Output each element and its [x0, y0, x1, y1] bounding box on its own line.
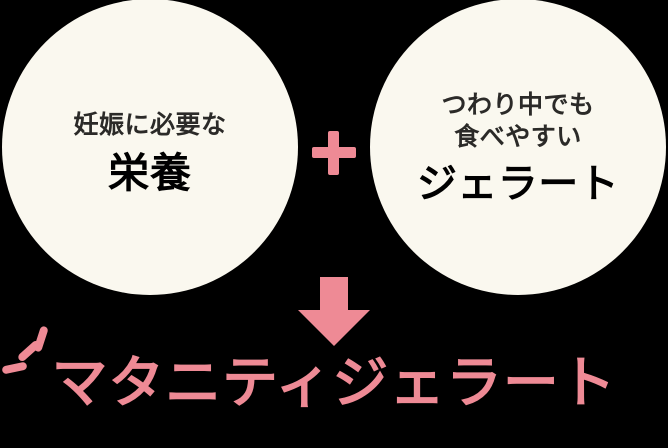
bubble-nutrition-accent: 栄養	[108, 148, 192, 197]
headline-maternity-gelato: マタニティジェラート	[51, 351, 617, 416]
plus-icon-vertical-bar	[328, 131, 339, 175]
bubble-nutrition-line-1: 妊娠に必要な	[73, 109, 227, 139]
bubble-nutrition-text: 妊娠に必要な 栄養	[73, 109, 226, 197]
sparkle-line-3	[33, 325, 49, 353]
bubble-gelato-line-2: 食べやすい	[454, 122, 582, 152]
bubble-gelato-text: つわり中でも 食べやすい ジェラート	[417, 89, 619, 208]
bubble-gelato-accent: ジェラート	[417, 161, 619, 208]
bubble-gelato: つわり中でも 食べやすい ジェラート	[370, 0, 666, 295]
bubble-gelato-line-1: つわり中でも	[441, 90, 595, 120]
down-arrow-icon	[297, 277, 371, 347]
bubble-nutrition: 妊娠に必要な 栄養	[2, 0, 298, 295]
plus-icon	[312, 131, 356, 175]
